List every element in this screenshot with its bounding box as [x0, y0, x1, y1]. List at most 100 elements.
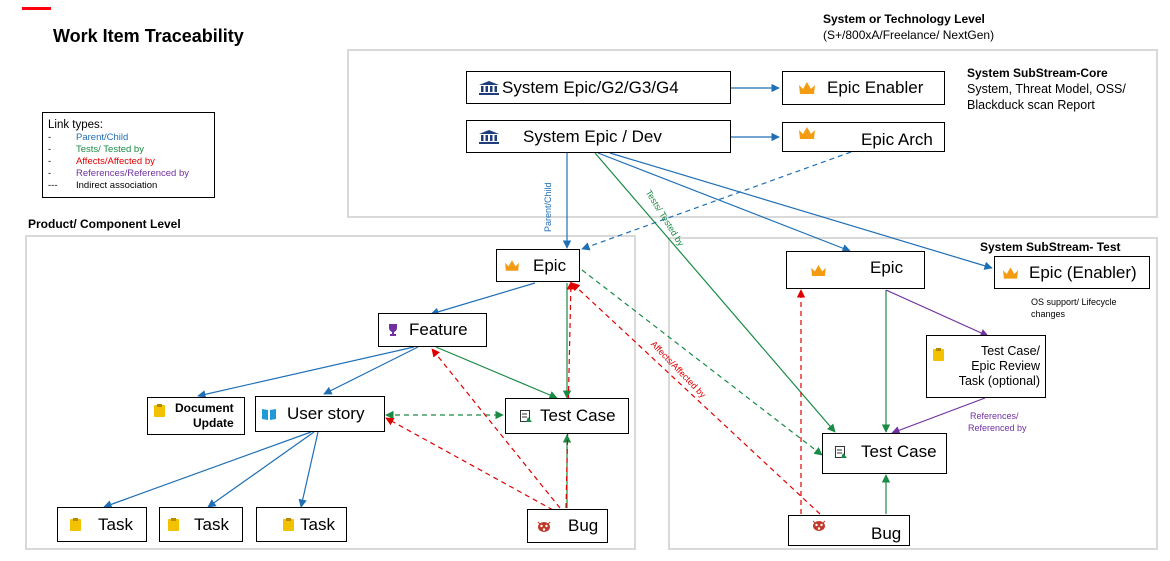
- legend-item-references: References/Referenced by: [76, 168, 190, 179]
- node-label: User story: [287, 404, 365, 423]
- node-label: Bug: [871, 523, 902, 543]
- legend-item-tests: Tests/ Tested by: [76, 144, 144, 155]
- node-task-3[interactable]: Task: [256, 507, 347, 542]
- system-level-label: System or Technology Level: [823, 12, 985, 26]
- edge-bug-userstory: [385, 417, 554, 511]
- clipboard-icon: [283, 518, 294, 531]
- edge-userstory-task2: [207, 431, 315, 508]
- legend-dash: -: [48, 144, 52, 155]
- edge-epict-review: [885, 289, 989, 337]
- test-substream-note: OS support/ Lifecycle changes: [1031, 297, 1117, 319]
- edge-epic-testcaset-indirect: [581, 269, 823, 456]
- product-level-label: Product/ Component Level: [28, 217, 181, 231]
- trophy-icon: [389, 324, 397, 336]
- node-label: Task: [300, 514, 335, 534]
- node-label: Task: [98, 514, 133, 534]
- bug-icon: [537, 521, 551, 532]
- bank-icon: [479, 80, 499, 95]
- crown-icon: [1003, 266, 1018, 279]
- edge-sysepicdev-epict: [597, 152, 851, 253]
- legend-item-affects: Affects/Affected by: [76, 156, 155, 167]
- clipboard-icon: [70, 518, 81, 531]
- product-level-region: [25, 235, 636, 550]
- core-substream-label: System SubStream-Core: [967, 66, 1108, 80]
- node-epic-enabler-test[interactable]: Epic (Enabler): [994, 256, 1150, 289]
- link-types-legend: Link types: - Parent/Child - Tests/ Tested…: [42, 112, 215, 198]
- node-epic-arch[interactable]: Epic Arch: [782, 122, 945, 152]
- book-icon: [262, 409, 276, 420]
- crown-icon: [799, 82, 815, 94]
- node-bug-test[interactable]: Bug: [788, 515, 910, 546]
- bank-icon: [479, 129, 499, 144]
- edge-userstory-task3: [298, 431, 319, 508]
- edge-userstory-task1: [103, 431, 312, 509]
- clipboard-icon: [154, 404, 165, 417]
- edge-arch-epic-indirect: [581, 151, 852, 251]
- node-label: Update: [193, 416, 234, 430]
- crown-icon: [811, 264, 826, 276]
- accent-bar: [22, 7, 51, 10]
- system-level-sub: (S+/800xA/Freelance/ NextGen): [823, 28, 995, 42]
- edge-sysepicdev-epicenabler: [609, 152, 993, 270]
- edge-label-parent-child: Parent/Child: [543, 182, 553, 232]
- node-label: System Epic/G2/G3/G4: [502, 77, 679, 97]
- edge-feature-userstory: [323, 346, 419, 395]
- node-label: Epic (Enabler): [1029, 262, 1137, 282]
- node-label: System Epic / Dev: [523, 126, 662, 146]
- legend-dash: ---: [48, 180, 58, 191]
- clipboard-icon: [933, 348, 944, 361]
- crown-icon: [505, 260, 519, 271]
- node-label: Test Case: [540, 406, 616, 425]
- edge-feature-doc: [197, 346, 415, 399]
- node-test-case-review[interactable]: Test Case/ Epic Review Task (optional): [926, 335, 1046, 398]
- system-level-region: [347, 49, 1158, 218]
- legend-dash: -: [48, 168, 52, 179]
- legend-dash: -: [48, 132, 52, 143]
- node-label: Feature: [409, 320, 468, 339]
- node-label: Test Case: [861, 441, 937, 461]
- edge-label-references-1: References/: [970, 411, 1019, 421]
- node-label: Document: [175, 401, 234, 415]
- node-test-case-test[interactable]: Test Case: [822, 433, 947, 474]
- legend-header: Link types:: [48, 119, 103, 131]
- edge-epic-feature: [430, 282, 536, 316]
- node-label: Epic Enabler: [827, 78, 924, 97]
- page-title: Work Item Traceability: [53, 26, 244, 46]
- flask-icon: [835, 446, 847, 458]
- node-document-update[interactable]: Document Update: [147, 397, 245, 435]
- node-epic-test[interactable]: Epic: [786, 251, 925, 289]
- edge-label-references-2: Referenced by: [968, 423, 1027, 433]
- legend-item-indirect: Indirect association: [76, 180, 158, 191]
- node-label: Epic: [870, 258, 904, 277]
- node-test-case-product[interactable]: Test Case: [505, 398, 629, 434]
- node-epic-enabler[interactable]: Epic Enabler: [782, 71, 945, 105]
- node-label: Epic: [533, 255, 567, 275]
- test-substream-label: System SubStream- Test: [980, 240, 1121, 254]
- node-task-1[interactable]: Task: [57, 507, 147, 542]
- test-substream-region: [668, 237, 1158, 550]
- node-system-epic-g[interactable]: System Epic/G2/G3/G4: [466, 71, 731, 104]
- edge-bug-epic: [565, 281, 576, 509]
- crown-icon: [799, 127, 815, 139]
- node-epic-product[interactable]: Epic: [496, 249, 580, 282]
- legend-item-parent-child: Parent/Child: [76, 132, 129, 143]
- node-label: Bug: [568, 516, 599, 535]
- node-system-epic-dev[interactable]: System Epic / Dev: [466, 120, 731, 153]
- flask-icon: [520, 409, 532, 422]
- clipboard-icon: [168, 518, 179, 531]
- node-label: Test Case/: [980, 344, 1040, 358]
- node-feature[interactable]: Feature: [378, 313, 487, 347]
- node-label: Task (optional): [958, 374, 1040, 388]
- core-substream-note: System, Threat Model, OSS/ Blackduck sca…: [967, 82, 1126, 112]
- node-label: Task: [194, 514, 229, 534]
- edge-review-testcaset: [891, 397, 986, 435]
- bug-icon: [812, 520, 826, 531]
- edge-feature-testcase: [435, 346, 558, 399]
- node-user-story[interactable]: User story: [255, 396, 385, 432]
- edge-bugt-epic: [571, 282, 821, 515]
- node-bug-product[interactable]: Bug: [527, 509, 608, 543]
- node-task-2[interactable]: Task: [159, 507, 243, 542]
- node-label: Epic Arch: [861, 130, 933, 149]
- node-label: Epic Review: [971, 359, 1040, 373]
